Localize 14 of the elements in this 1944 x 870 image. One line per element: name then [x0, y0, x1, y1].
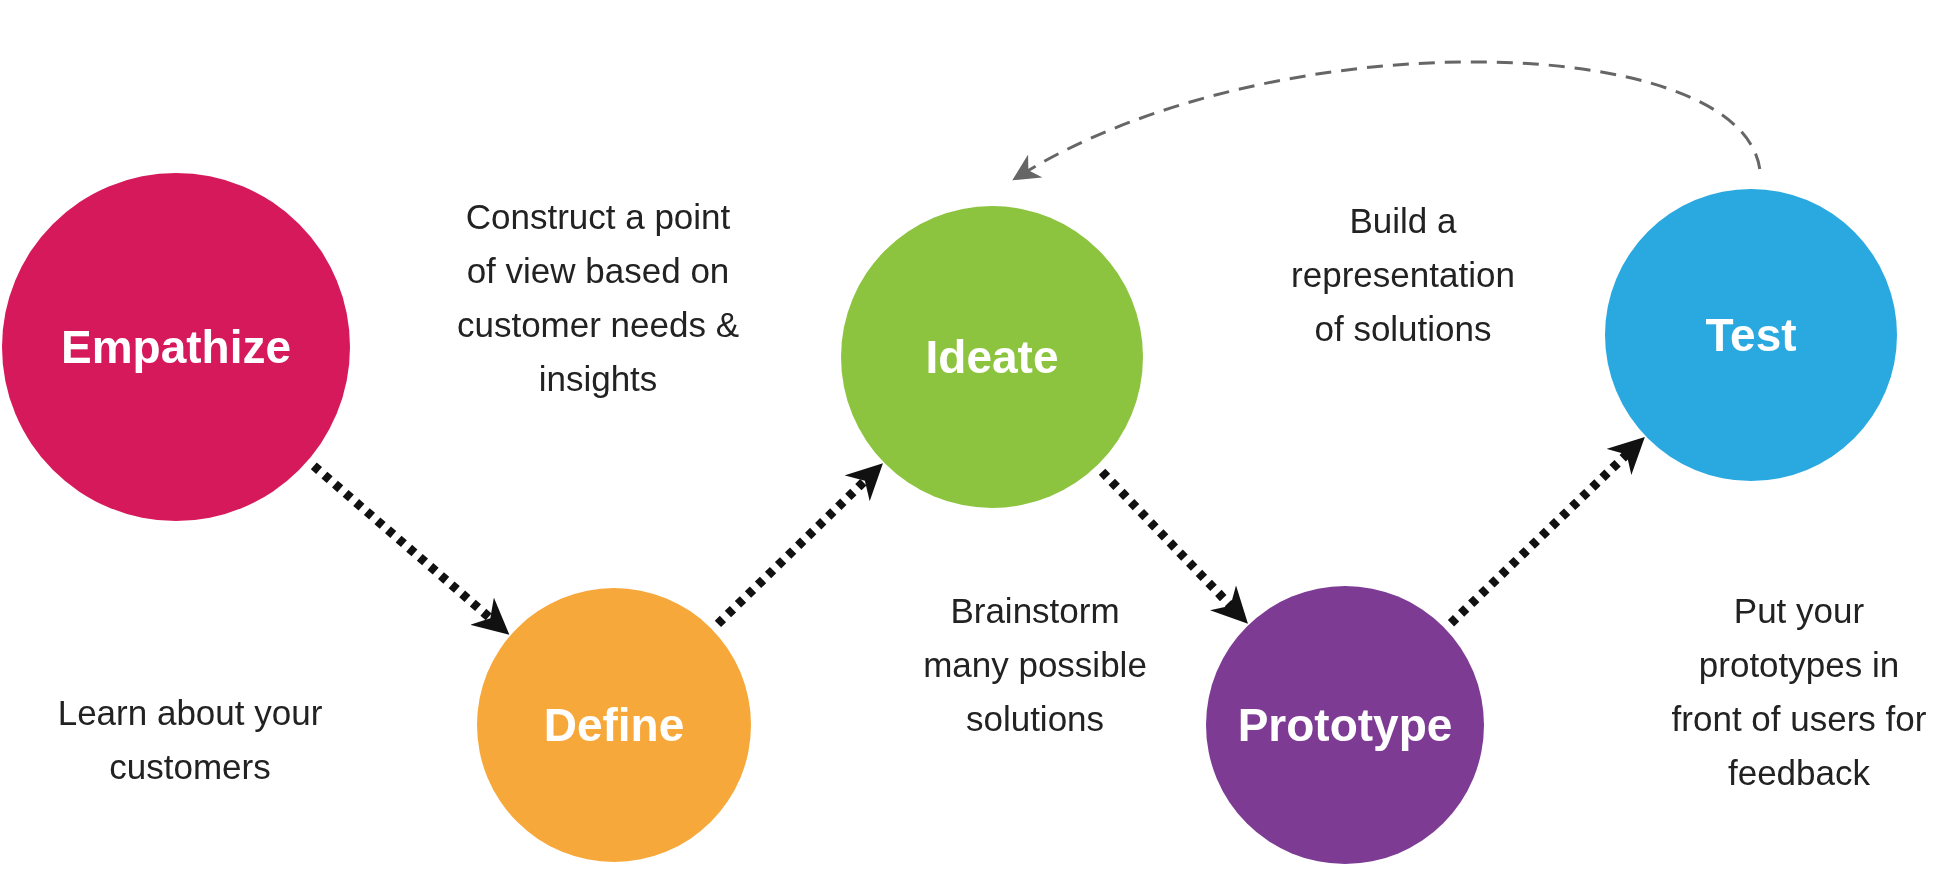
stage-description: Put your prototypes in front of users for feedback [1670, 590, 1928, 794]
stage-description: Learn about your customers [56, 692, 324, 788]
dotted-arrow [310, 462, 510, 635]
stage-title: Prototype [1237, 698, 1453, 752]
stage-title: Ideate [925, 330, 1059, 384]
dotted-arrow [714, 463, 883, 628]
stage-title: Define [543, 698, 685, 752]
stage-description: Build a representation of solutions [1290, 200, 1516, 350]
stage-title: Test [1705, 308, 1797, 362]
stage-description: Construct a point of view based on customer needs & insights [455, 196, 741, 400]
stage-title: Empathize [60, 320, 291, 374]
stage-description: Brainstorm many possible solutions [922, 590, 1148, 740]
dotted-arrow [1447, 436, 1645, 627]
dotted-arrow [1098, 468, 1248, 624]
